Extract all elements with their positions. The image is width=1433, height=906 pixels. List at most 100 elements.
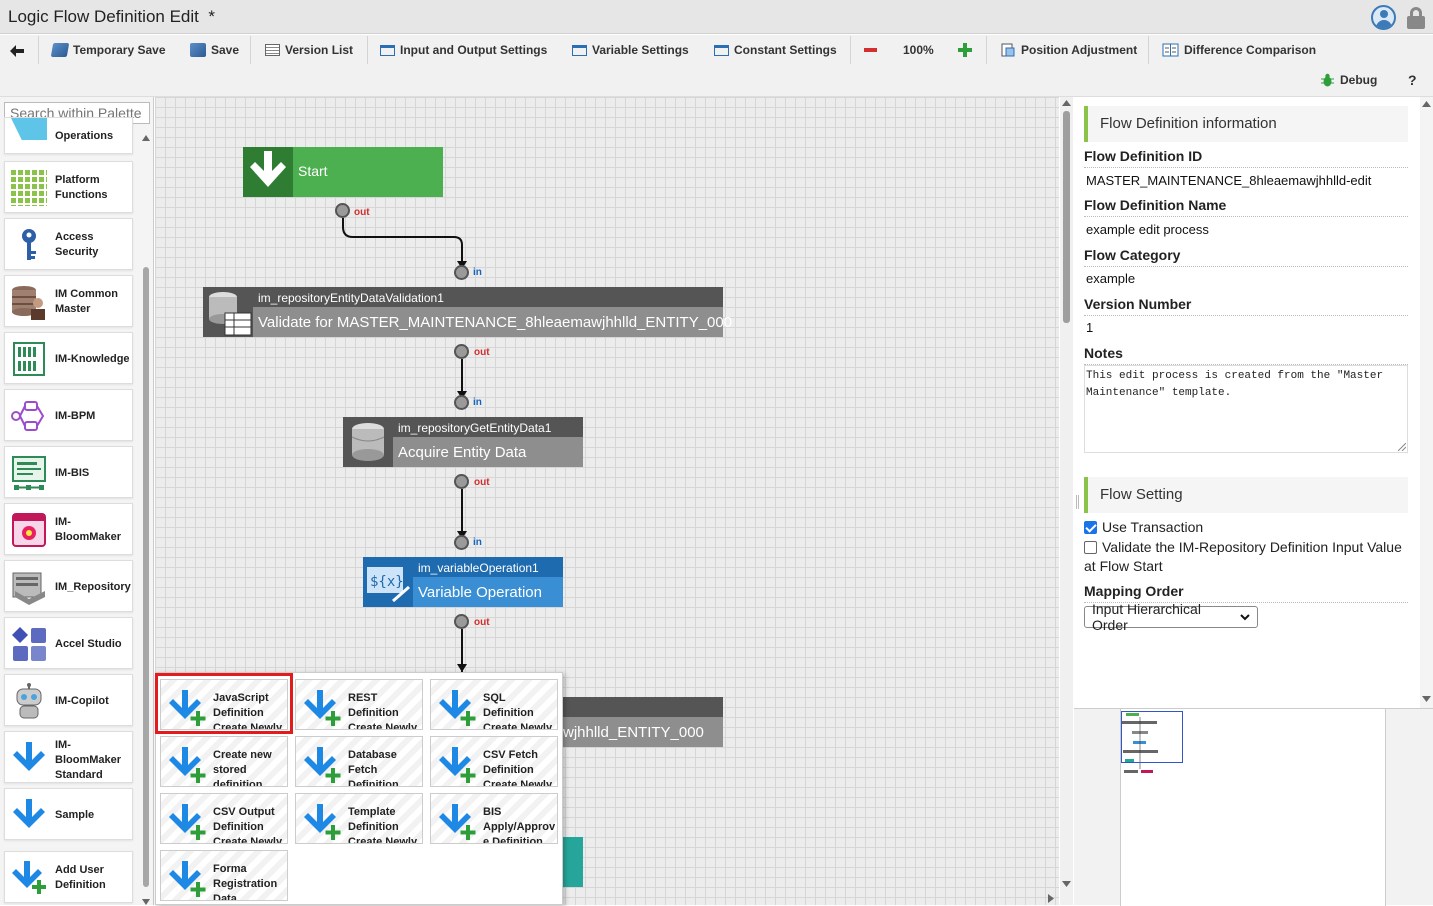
zoom-out-button[interactable] [864, 41, 877, 59]
validate-input-checkbox[interactable]: Validate the IM-Repository Definition In… [1084, 539, 1402, 574]
arrow-down-icon [13, 742, 45, 771]
arrow-down-plus-icon [169, 861, 206, 897]
list-icon [265, 44, 280, 56]
save-icon [190, 43, 206, 57]
node-get-entity-data[interactable]: im_repositoryGetEntityData1 Acquire Enti… [343, 417, 583, 467]
window-icon [380, 44, 395, 56]
flower-window-icon [12, 513, 46, 547]
checkbox-checked[interactable] [1084, 521, 1097, 534]
node-id: im_repositoryGetEntityData1 [398, 421, 552, 435]
palette-item-label: Operations [55, 130, 114, 142]
resize-handle[interactable] [1076, 495, 1080, 509]
notes-textarea[interactable]: This edit process is created from the "M… [1084, 365, 1408, 453]
lock-icon[interactable] [1407, 7, 1425, 29]
palette-item-accel-studio[interactable]: Accel Studio [4, 617, 133, 669]
io-settings-button[interactable]: Input and Output Settings [380, 41, 547, 59]
form-icon [12, 456, 46, 490]
palette-item-im-knowledge[interactable]: IM-Knowledge [4, 332, 133, 384]
palette-item-im-repository[interactable]: IM_Repository [4, 560, 133, 612]
flow-connectors [342, 218, 467, 675]
zoom-in-button[interactable] [958, 41, 972, 59]
palette: Operations Platform Functions Access Sec… [0, 97, 154, 905]
port-in[interactable] [454, 395, 469, 410]
minimap[interactable] [1074, 708, 1433, 906]
port-out[interactable] [454, 344, 469, 359]
position-adjustment-button[interactable]: Position Adjustment [1000, 41, 1137, 59]
node-variable-operation[interactable]: ${x} im_variableOperation1 Variable Oper… [363, 557, 563, 607]
help-button[interactable]: ? [1408, 72, 1417, 88]
back-button[interactable] [9, 42, 25, 60]
palette-item-im-bis[interactable]: IM-BIS [4, 446, 133, 498]
node-name: Validate for MASTER_MAINTENANCE_8hleaema… [258, 314, 733, 331]
bug-icon [1321, 73, 1334, 86]
palette-item-operations[interactable]: Operations [4, 117, 133, 154]
grid-icon [11, 170, 47, 206]
database-person-icon [12, 286, 45, 320]
position-adjust-icon [1001, 43, 1015, 57]
arrow-down-plus-icon [12, 861, 46, 894]
palette-item-im-bloommaker-standard[interactable]: IM-BloomMaker Standard [4, 731, 133, 783]
port-in[interactable] [454, 535, 469, 550]
minus-icon [864, 48, 877, 52]
use-transaction-checkbox[interactable]: Use Transaction [1084, 518, 1203, 537]
key-icon [22, 229, 36, 260]
canvas-scrollbar[interactable] [1048, 97, 1073, 905]
title-bar: Logic Flow Definition Edit * [0, 0, 1433, 34]
user-icon[interactable] [1371, 5, 1396, 30]
save-button[interactable]: Save [190, 41, 239, 59]
palette-item-im-bloommaker[interactable]: IM-BloomMaker [4, 503, 133, 555]
mapping-order-select[interactable]: Input Hierarchical Order [1084, 601, 1258, 633]
palette-item-add-user-definition[interactable]: Add User Definition [4, 851, 133, 903]
port-in[interactable] [454, 265, 469, 280]
palette-item-label: IM-BloomMaker [55, 516, 122, 543]
repository-icon [12, 572, 45, 605]
bookshelf-icon [13, 342, 45, 376]
palette-item-access-security[interactable]: Access Security [4, 218, 133, 270]
difference-comparison-button[interactable]: Difference Comparison [1162, 41, 1316, 59]
port-out[interactable] [454, 614, 469, 629]
version-list-button[interactable]: Version List [265, 41, 353, 59]
palette-item-label: IM-BPM [55, 409, 96, 422]
arrow-down-plus-icon [439, 804, 476, 840]
palette-item-im-common-master[interactable]: IM Common Master [4, 275, 133, 327]
node-entity-data-validation[interactable]: im_repositoryEntityDataValidation1 Valid… [203, 287, 732, 337]
temporary-save-button[interactable]: Temporary Save [50, 41, 166, 59]
palette-item-platform-functions[interactable]: Platform Functions [4, 161, 133, 213]
port-out[interactable] [454, 474, 469, 489]
palette-item-label: IM-Copilot [55, 694, 109, 707]
node-id: im_variableOperation1 [418, 561, 539, 575]
checkbox-unchecked[interactable] [1084, 541, 1097, 554]
port-label: in [473, 537, 482, 548]
palette-item-sample[interactable]: Sample [4, 788, 133, 840]
palette-item-im-bpm[interactable]: IM-BPM [4, 389, 133, 441]
port-label: in [473, 397, 482, 408]
palette-item-im-copilot[interactable]: IM-Copilot [4, 674, 133, 726]
constant-settings-button[interactable]: Constant Settings [714, 41, 837, 59]
start-node[interactable]: Start [243, 147, 443, 197]
panel-scrollbar[interactable] [1420, 97, 1433, 708]
port-label: out [474, 347, 490, 358]
compare-icon [1162, 43, 1179, 57]
minimap-viewport[interactable] [1121, 711, 1183, 763]
palette-scrollbar[interactable] [141, 135, 151, 905]
port-out[interactable] [335, 203, 350, 218]
minimap-nodes [1122, 713, 1158, 773]
debug-button[interactable]: Debug [1320, 71, 1377, 89]
variable-icon: ${x} [363, 557, 413, 607]
variable-settings-button[interactable]: Variable Settings [572, 41, 689, 59]
